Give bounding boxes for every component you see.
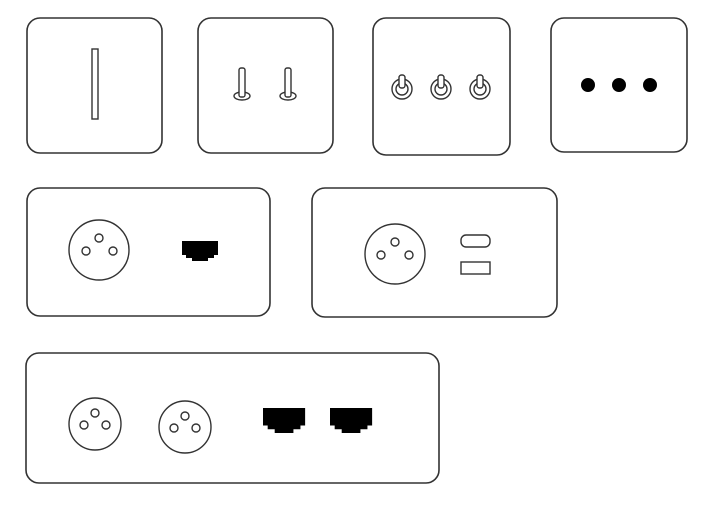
usb-a-port-icon (460, 261, 491, 275)
power-socket-icon (68, 219, 130, 281)
toggle-switch-icon (233, 67, 251, 101)
round-toggle-icon (469, 74, 491, 100)
rocker-switch-icon (91, 48, 99, 120)
power-socket-icon (68, 397, 122, 451)
triple-round-toggle-switch-plate (372, 17, 511, 156)
power-socket-icon (364, 223, 426, 285)
dot-button-icon (581, 78, 595, 92)
toggle-switch-icon (279, 67, 297, 101)
double-toggle-switch-plate (197, 17, 334, 154)
round-toggle-icon (430, 74, 452, 100)
double-socket-double-rj45-plate (25, 352, 440, 484)
dot-button-icon (643, 78, 657, 92)
single-rocker-switch-plate (26, 17, 163, 154)
socket-usb-plate (311, 187, 558, 318)
dot-button-icon (612, 78, 626, 92)
rj45-port-icon (330, 408, 373, 433)
rj45-port-icon (182, 241, 218, 261)
three-button-plate (550, 17, 688, 153)
round-toggle-icon (391, 74, 413, 100)
power-socket-icon (158, 400, 212, 454)
socket-rj45-plate (26, 187, 271, 317)
usb-c-port-icon (460, 234, 491, 248)
rj45-port-icon (263, 408, 306, 433)
